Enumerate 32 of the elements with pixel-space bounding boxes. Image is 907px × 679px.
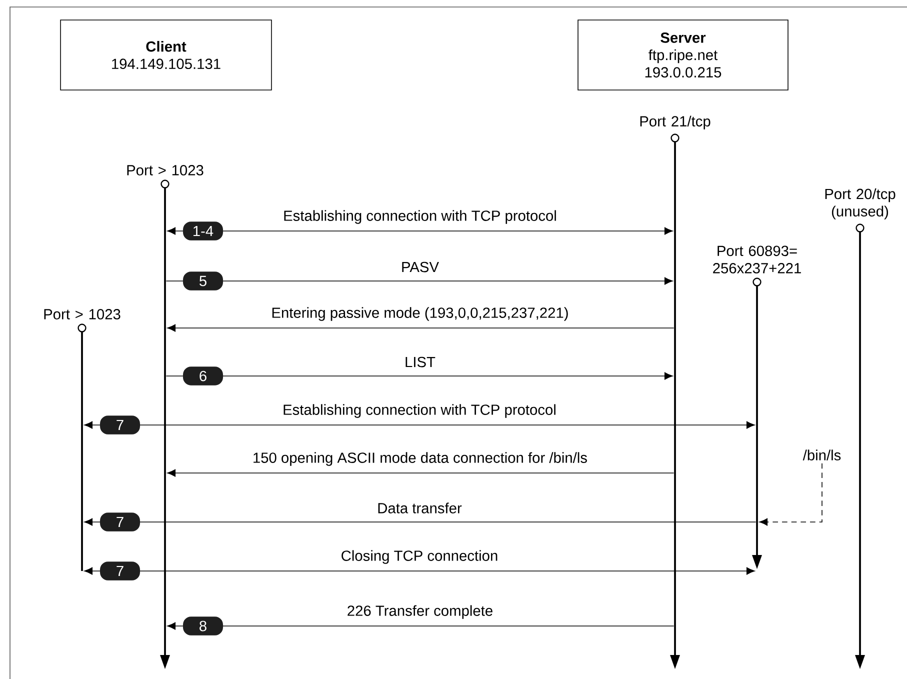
step-badge: 7	[100, 416, 140, 434]
message-label: 150 opening ASCII mode data connection for /bin/ls	[251, 450, 589, 468]
arrow	[167, 622, 674, 630]
arrow	[84, 567, 755, 575]
path-label: /bin/ls	[802, 450, 841, 460]
message-label: Establishing connection with TCP protocol	[282, 208, 558, 226]
port-label: Port 60893= 256x237+221	[713, 246, 801, 274]
message-label: Establishing connection with TCP protocol	[281, 402, 558, 420]
step-badge: 1-4	[183, 222, 223, 240]
arrow	[84, 518, 756, 526]
step-badge: 7	[100, 512, 140, 532]
message-label: Entering passive mode (193,0,0,215,237,221)	[270, 306, 570, 322]
message-label: Data transfer	[376, 501, 464, 515]
step-badge: 8	[183, 616, 223, 636]
port-label: Port > 1023	[44, 309, 120, 320]
step-badge: 5	[183, 272, 223, 290]
arrow	[167, 469, 674, 477]
host-box: Server ftp.ripe.net 193.0.0.215	[578, 20, 788, 90]
message-label: LIST	[403, 355, 437, 369]
port-label: Port > 1023	[127, 165, 204, 176]
arrow	[84, 421, 755, 429]
arrow	[167, 324, 674, 332]
port-label: Port 20/tcp (unused)	[825, 188, 896, 220]
arrow	[167, 227, 673, 235]
port-label: Port 21/tcp	[640, 116, 710, 130]
message-label: Closing TCP connection	[340, 548, 500, 566]
step-badge: 7	[100, 562, 140, 580]
message-label: 226 Transfer complete	[346, 604, 494, 620]
arrow	[759, 462, 822, 526]
host-box: Client 194.149.105.131	[60, 20, 272, 90]
message-label: PASV	[400, 260, 440, 274]
step-badge: 6	[183, 366, 223, 386]
